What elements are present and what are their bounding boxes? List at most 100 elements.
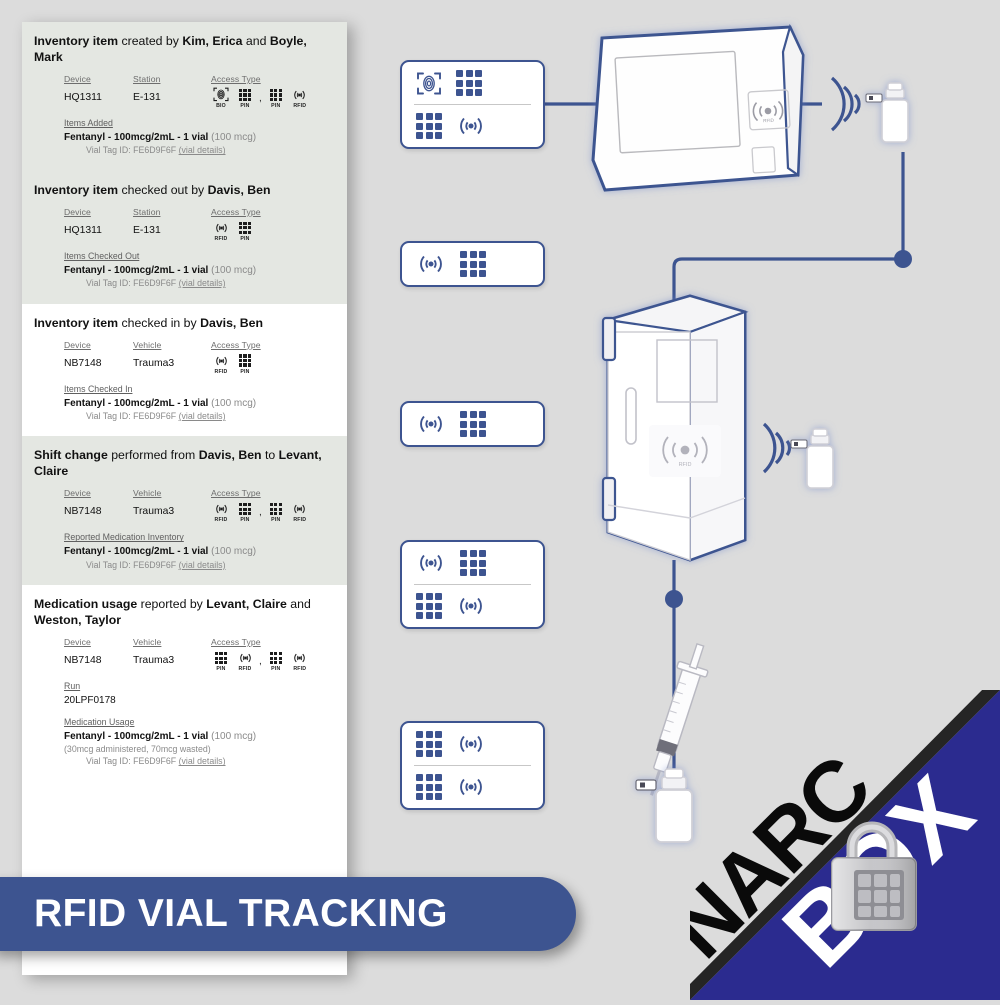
keypad-icon (211, 650, 231, 666)
access-pin-1: PIN (235, 220, 255, 242)
card-item-dose: (100 mcg) (211, 397, 257, 409)
badge-divider (414, 765, 531, 767)
meta-location-header: Station (133, 73, 161, 84)
rfid-icon (235, 650, 255, 666)
card-meta-row: Device HQ1311 Station E-131 Access Type … (34, 74, 335, 109)
rfid-vial-tracking-banner: RFID VIAL TRACKING (0, 877, 576, 951)
timeline-card-medication-usage[interactable]: Medication usage reported by Levant, Cla… (22, 585, 347, 782)
badge-row (402, 62, 543, 104)
meta-access-header: Access Type (211, 206, 261, 217)
access-rfid-label: RFID (214, 517, 228, 524)
diagram-svg: RFID (545, 23, 912, 843)
rfid-tag-icon (865, 93, 883, 103)
access-rfid-2: RFID (290, 650, 310, 672)
card-title: Medication usage reported by Levant, Cla… (34, 597, 311, 628)
card-vial-tag-text: Vial Tag ID: FE6D9F6F (86, 145, 177, 156)
access-pin-label: PIN (240, 517, 250, 524)
banner-title: RFID VIAL TRACKING (34, 892, 448, 935)
rfid-icon (456, 114, 486, 138)
access-rfid-label: RFID (214, 368, 228, 375)
meta-access-header: Access Type (211, 637, 261, 648)
badge-row (402, 585, 543, 627)
keypad-icon (460, 251, 487, 278)
keypad-icon (235, 501, 255, 517)
card-item-dose: (100 mcg) (211, 264, 257, 276)
vial-details-link[interactable]: (vial details) (178, 411, 226, 422)
vial-details-link[interactable]: (vial details) (178, 145, 226, 156)
meta-location-value: Trauma3 (133, 357, 175, 369)
meta-access: Access Type PIN RFID , (211, 637, 310, 672)
meta-location-value: E-131 (133, 224, 161, 236)
keypad-icon (266, 501, 286, 517)
rfid-icon (290, 501, 310, 517)
meta-device-header: Device (64, 488, 91, 499)
keypad-icon (416, 593, 443, 620)
card-title-actor-2: Boyle, Mark (34, 34, 307, 64)
timeline-card-shift-change[interactable]: Shift change performed from Davis, Ben t… (22, 436, 347, 586)
access-badge-2[interactable] (400, 241, 545, 288)
access-icon-row: RFID PIN (211, 220, 261, 242)
meta-location-header: Vehicle (133, 339, 162, 350)
access-badge-5[interactable] (400, 721, 545, 811)
access-rfid-1: RFID (235, 650, 255, 672)
card-item-name: Fentanyl - 100mcg/2mL - 1 vial (64, 397, 209, 409)
timeline-card-inventory-created[interactable]: Inventory item created by Kim, Erica and… (22, 22, 347, 171)
keypad-icon (416, 731, 443, 758)
access-pin-1: PIN (235, 87, 255, 109)
meta-location: Station E-131 (133, 207, 211, 242)
timeline-card-checked-in[interactable]: Inventory item checked in by Davis, Ben … (22, 303, 347, 437)
badge-row (402, 542, 543, 584)
access-badge-4[interactable] (400, 540, 545, 630)
keypad-icon (456, 70, 483, 97)
access-pin-1: PIN (211, 650, 231, 672)
rfid-icon (456, 594, 486, 618)
access-pin-label: PIN (271, 666, 281, 673)
card-item-dose: (100 mcg) (211, 730, 257, 742)
badge-row (402, 105, 543, 147)
meta-device: Device HQ1311 (64, 207, 133, 242)
card-item-name: Fentanyl - 100mcg/2mL - 1 vial (64, 730, 209, 742)
card-title-actor-1: Kim, Erica (182, 34, 243, 48)
vial-details-link[interactable]: (vial details) (178, 559, 226, 570)
event-timeline-panel[interactable]: Inventory item created by Kim, Erica and… (22, 22, 347, 975)
keypad-icon (235, 220, 255, 236)
keypad-icon (266, 650, 286, 666)
access-bio-label: BIO (216, 102, 226, 109)
access-rfid: RFID (211, 220, 231, 242)
rfid-tag-icon (790, 439, 808, 449)
meta-access: Access Type BIO PIN , P (211, 74, 310, 109)
access-badge-1[interactable] (400, 60, 545, 150)
rfid-icon (416, 412, 446, 436)
access-badge-3[interactable] (400, 401, 545, 448)
bio-icon (416, 71, 442, 96)
meta-location: Vehicle Trauma3 (133, 340, 211, 375)
logo-diagonal-edge (684, 682, 1000, 1000)
access-rfid: RFID (290, 87, 310, 109)
meta-location-value: Trauma3 (133, 506, 175, 518)
card-meta-row: Device NB7148 Vehicle Trauma3 Access Typ… (34, 488, 335, 523)
access-rfid-label: RFID (293, 666, 307, 673)
card-meta-row: Device NB7148 Vehicle Trauma3 Access Typ… (34, 637, 335, 672)
timeline-card-checked-out[interactable]: Inventory item checked out by Davis, Ben… (22, 170, 347, 304)
card-vial-tag-text: Vial Tag ID: FE6D9F6F (86, 411, 177, 422)
vial-details-link[interactable]: (vial details) (178, 756, 226, 767)
card-meta-row: Device NB7148 Vehicle Trauma3 Access Typ… (34, 340, 335, 375)
meta-location-header: Station (133, 206, 161, 217)
access-rfid: RFID (211, 353, 231, 375)
rfid-icon (290, 87, 310, 103)
rfid-icon (290, 650, 310, 666)
meta-access-header: Access Type (211, 73, 261, 84)
rfid-icon (211, 220, 231, 236)
card-title-connector: created by (118, 34, 183, 48)
vial-details-link[interactable]: (vial details) (178, 278, 226, 289)
card-item: Fentanyl - 100mcg/2mL - 1 vial (100 mcg) (64, 545, 335, 559)
rfid-wave-top (830, 76, 861, 132)
card-item: Fentanyl - 100mcg/2mL - 1 vial (100 mcg) (64, 131, 335, 145)
access-pin-label: PIN (240, 368, 250, 375)
card-item: Fentanyl - 100mcg/2mL - 1 vial (100 mcg) (64, 730, 335, 744)
card-title: Shift change performed from Davis, Ben t… (34, 448, 322, 479)
card-vial-tag: Vial Tag ID: FE6D9F6F (vial details) (86, 755, 335, 767)
access-pin-2: PIN (266, 501, 286, 523)
access-rfid-label: RFID (214, 235, 228, 242)
card-title-subject: Inventory item (34, 34, 119, 48)
